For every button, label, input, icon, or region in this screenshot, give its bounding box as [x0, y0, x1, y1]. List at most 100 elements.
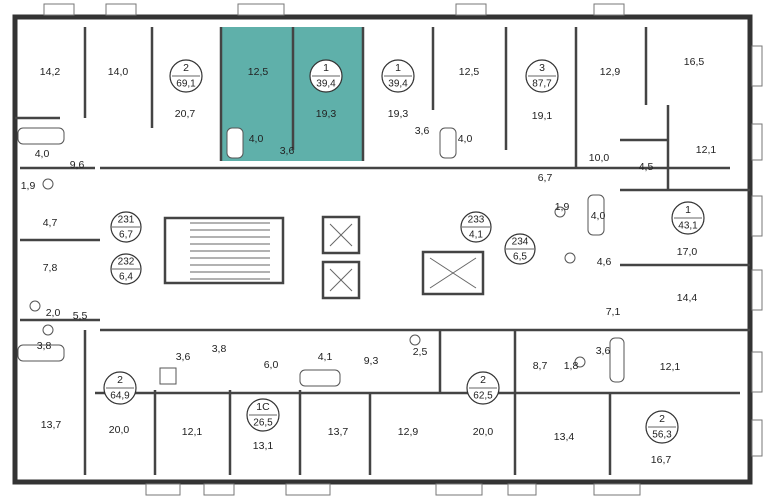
svg-text:87,7: 87,7	[532, 79, 552, 90]
room-area: 7,8	[43, 262, 58, 274]
apartment-badge[interactable]: 2 64,9	[103, 371, 137, 405]
svg-text:62,5: 62,5	[473, 391, 493, 402]
apartment-badge[interactable]: 1С 26,5	[246, 398, 280, 432]
room-area: 20,0	[109, 424, 130, 436]
svg-text:26,5: 26,5	[253, 418, 273, 429]
windows	[43, 3, 763, 496]
room-area: 12,5	[248, 66, 269, 78]
room-area: 1,8	[564, 360, 579, 372]
room-area: 4,1	[318, 351, 333, 363]
apartment-badge[interactable]: 2 56,3	[645, 410, 679, 444]
svg-text:2: 2	[183, 62, 189, 74]
room-area: 4,7	[43, 217, 58, 229]
room-area: 6,7	[538, 172, 553, 184]
room-area: 4,0	[35, 148, 50, 160]
svg-text:6,4: 6,4	[119, 272, 133, 283]
svg-text:1: 1	[395, 62, 401, 74]
room-area: 4,0	[249, 133, 264, 145]
room-area: 3,6	[415, 125, 430, 137]
room-area: 17,0	[677, 246, 698, 258]
room-labels: 14,2 14,0 20,7 12,5 19,3 4,0 3,6 19,3 12…	[21, 56, 717, 466]
apartment-badge[interactable]: 2 69,1	[169, 59, 203, 93]
room-area: 14,0	[108, 66, 129, 78]
room-area: 6,0	[264, 359, 279, 371]
room-area: 8,7	[533, 360, 548, 372]
room-area: 19,1	[532, 110, 553, 122]
apartment-badges: 2 69,1 1 39,4 1 39,4 3 87,7 1 43,1	[103, 59, 705, 444]
room-area: 13,4	[554, 431, 575, 443]
room-area: 12,5	[459, 66, 480, 78]
svg-text:1: 1	[685, 204, 691, 216]
room-area: 16,7	[651, 454, 672, 466]
svg-text:1С: 1С	[256, 401, 270, 413]
bathroom-fixtures	[17, 127, 625, 387]
room-area: 3,6	[596, 345, 611, 357]
room-area: 1,9	[21, 180, 36, 192]
apartment-badge[interactable]: 2 62,5	[466, 371, 500, 405]
room-area: 20,0	[473, 426, 494, 438]
svg-text:232: 232	[118, 257, 135, 268]
apartment-badge[interactable]: 1 43,1	[671, 201, 705, 235]
room-area: 3,8	[37, 340, 52, 352]
svg-text:56,3: 56,3	[652, 430, 672, 441]
room-area: 4,5	[639, 161, 654, 173]
room-area: 16,5	[684, 56, 705, 68]
room-area: 4,0	[458, 133, 473, 145]
room-area: 10,0	[589, 152, 610, 164]
room-area: 2,5	[413, 346, 428, 358]
room-area: 13,7	[328, 426, 349, 438]
svg-text:39,4: 39,4	[316, 79, 336, 90]
room-area: 19,3	[388, 108, 409, 120]
room-area: 3,6	[280, 145, 295, 157]
room-area: 9,6	[70, 159, 85, 171]
svg-text:1: 1	[323, 62, 329, 74]
room-area: 1,9	[555, 201, 570, 213]
storage-badge[interactable]: 234 6,5	[504, 233, 536, 265]
elevators	[321, 215, 485, 300]
interior-walls	[15, 27, 750, 475]
room-area: 5,5	[73, 310, 88, 322]
svg-text:233: 233	[468, 215, 485, 226]
room-area: 20,7	[175, 108, 196, 120]
svg-text:39,4: 39,4	[388, 79, 408, 90]
outer-wall	[12, 14, 753, 485]
room-area: 12,9	[600, 66, 621, 78]
svg-text:2: 2	[117, 374, 123, 386]
room-area: 13,1	[253, 440, 274, 452]
room-area: 14,4	[677, 292, 698, 304]
room-area: 12,1	[660, 361, 681, 373]
room-area: 14,2	[40, 66, 61, 78]
room-area: 9,3	[364, 355, 379, 367]
room-area: 12,1	[182, 426, 203, 438]
room-area: 19,3	[316, 108, 337, 120]
room-area: 4,6	[597, 256, 612, 268]
room-area: 7,1	[606, 306, 621, 318]
storage-badges: 231 6,7 232 6,4 233 4,1 234 6,5	[110, 211, 536, 285]
apartment-badge[interactable]: 1 39,4	[309, 59, 343, 93]
apartment-badge[interactable]: 1 39,4	[381, 59, 415, 93]
svg-text:6,7: 6,7	[119, 230, 133, 241]
room-area: 4,0	[591, 210, 606, 222]
room-area: 3,6	[176, 351, 191, 363]
svg-text:2: 2	[659, 413, 665, 425]
svg-text:234: 234	[512, 237, 529, 248]
room-area: 2,0	[46, 307, 61, 319]
room-area: 12,1	[696, 144, 717, 156]
room-area: 3,8	[212, 343, 227, 355]
storage-badge[interactable]: 232 6,4	[110, 253, 142, 285]
apartment-badge[interactable]: 3 87,7	[525, 59, 559, 93]
svg-text:43,1: 43,1	[678, 221, 698, 232]
svg-text:69,1: 69,1	[176, 79, 196, 90]
svg-text:4,1: 4,1	[469, 230, 483, 241]
svg-text:2: 2	[480, 374, 486, 386]
room-area: 12,9	[398, 426, 419, 438]
svg-text:231: 231	[118, 215, 135, 226]
room-area: 13,7	[41, 419, 62, 431]
svg-text:6,5: 6,5	[513, 252, 527, 263]
staircase	[163, 216, 285, 285]
svg-text:64,9: 64,9	[110, 391, 130, 402]
storage-badge[interactable]: 233 4,1	[460, 211, 492, 243]
storage-badge[interactable]: 231 6,7	[110, 211, 142, 243]
svg-text:3: 3	[539, 62, 545, 74]
